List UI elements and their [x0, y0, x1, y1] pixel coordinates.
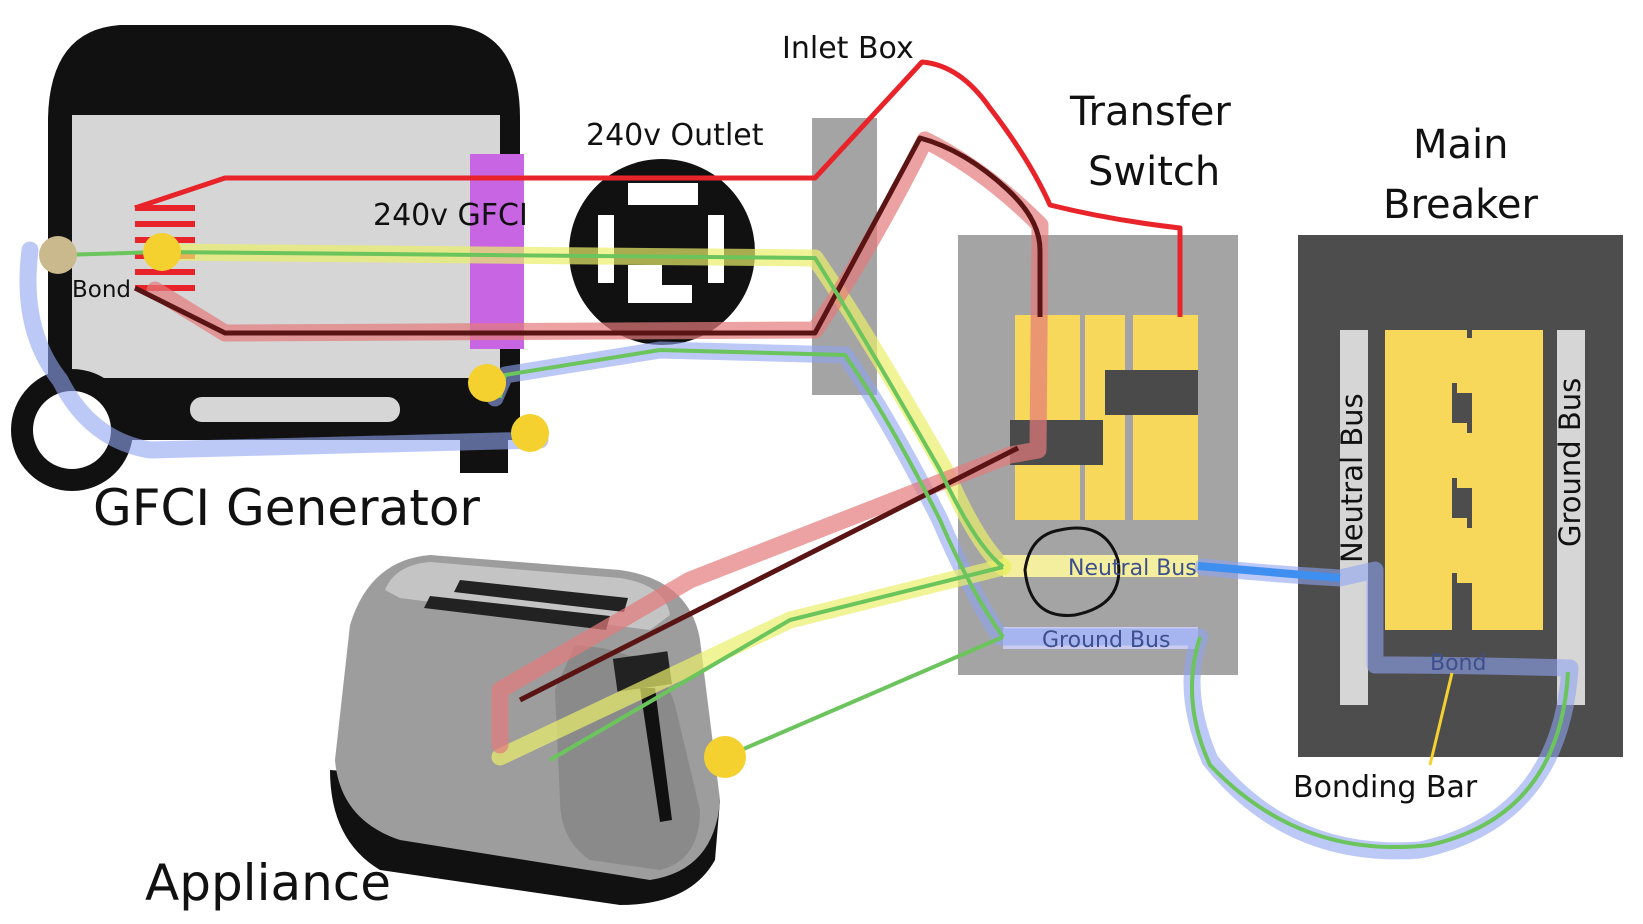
- hot-wire-l2: [133, 135, 1043, 703]
- ts-breaker-right: [1133, 315, 1198, 520]
- ground-wire: [498, 348, 1570, 850]
- bonding-bar-label: Bonding Bar: [1293, 770, 1478, 805]
- generator-bond-point-left: [39, 236, 77, 274]
- outlet-240v-label: 240v Outlet: [586, 118, 764, 153]
- neutral-wire: [59, 250, 1005, 762]
- ts-neutral-bus-label: Neutral Bus: [1068, 556, 1197, 581]
- appliance-ground-point: [704, 736, 746, 778]
- mb-neutral-bus-label: Neutral Bus: [1335, 393, 1369, 563]
- toaster-slot-1: [454, 580, 628, 612]
- mb-ground-bus-bar: [1557, 330, 1585, 705]
- transfer-switch-label-2: Switch: [1088, 149, 1220, 195]
- mb-ground-bus-label: Ground Bus: [1553, 378, 1587, 547]
- inlet-box-label: Inlet Box: [782, 31, 914, 66]
- ts-breaker-mid: [1085, 315, 1125, 520]
- outlet-ground-slot: [628, 245, 692, 303]
- appliance-label: Appliance: [145, 854, 391, 912]
- generator-label: GFCI Generator: [93, 479, 480, 537]
- mb-breaker-left: [1385, 330, 1467, 630]
- bonding-bar-pointer: [1428, 672, 1454, 766]
- toaster-slot-2: [424, 596, 610, 630]
- ts-handle-upper: [1105, 370, 1198, 415]
- gfci-240v-label: 240v GFCI: [373, 198, 528, 233]
- generator-base-slot: [190, 397, 400, 422]
- transfer-switch-label-1: Transfer: [1069, 89, 1231, 135]
- ts-neutral-bus: [1003, 555, 1198, 577]
- ts-ground-bus-label: Ground Bus: [1042, 628, 1170, 653]
- outlet-slot-top: [628, 183, 698, 205]
- main-breaker-label-1: Main: [1413, 122, 1509, 168]
- neutral-bus-link: [1197, 562, 1341, 582]
- generator-ground-point-1: [468, 364, 506, 402]
- ts-neutral-bus-marker: [1023, 526, 1121, 617]
- ts-breaker-left: [1015, 315, 1080, 520]
- generator-bond-label: Bond: [72, 277, 131, 303]
- mb-bond-label: Bond: [1430, 651, 1486, 676]
- generator-wheel: [11, 369, 133, 491]
- generator-ground-point-2: [511, 414, 549, 452]
- hot-wire-l1: [134, 59, 1183, 317]
- main-breaker-label-2: Breaker: [1383, 182, 1538, 228]
- toaster-lever-slot: [640, 688, 672, 822]
- generator-bond-point-right: [143, 233, 181, 271]
- mb-breaker-right: [1457, 330, 1543, 630]
- toaster: [330, 555, 720, 905]
- mb-neutral-bus-bar: [1340, 330, 1368, 705]
